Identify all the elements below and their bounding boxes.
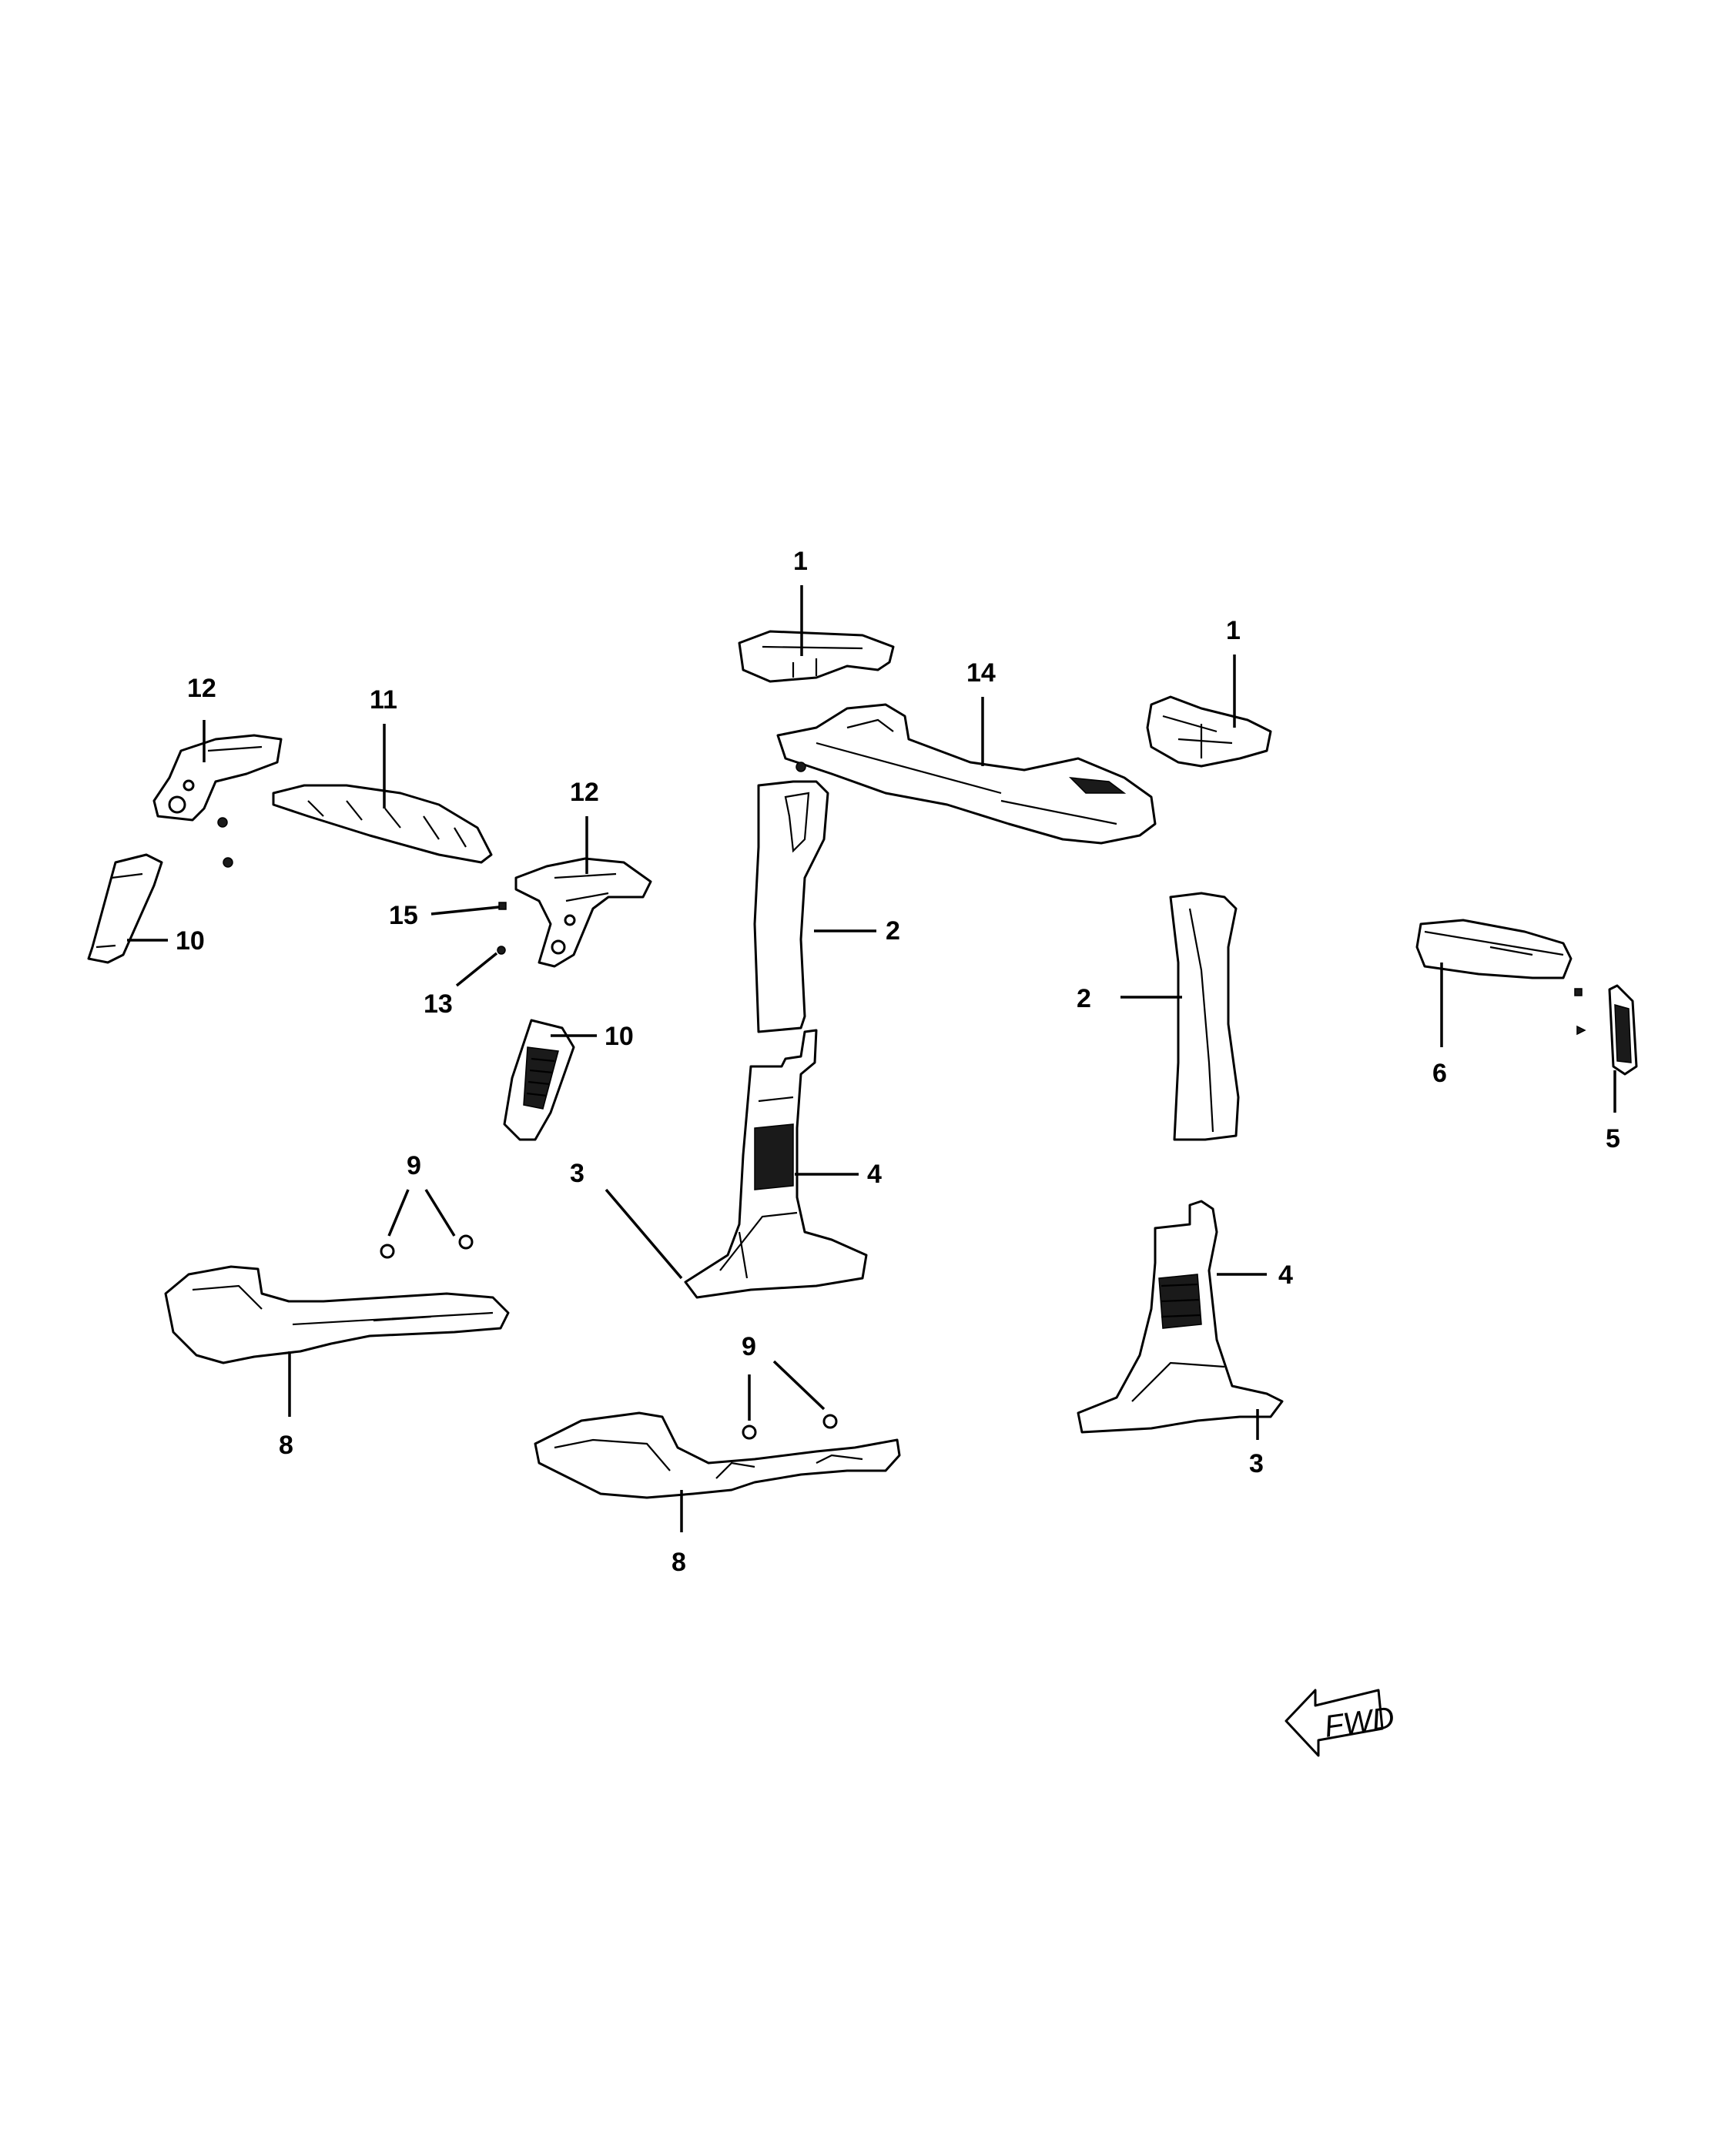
callout-11: 11 [370, 685, 397, 715]
callout-1a: 1 [793, 547, 808, 576]
callout-9b: 9 [742, 1332, 756, 1361]
callout-14: 14 [966, 658, 996, 688]
callout-12b: 12 [570, 778, 599, 807]
callout-3b: 3 [1249, 1449, 1264, 1478]
callout-5: 5 [1606, 1124, 1620, 1153]
leader-9b-right [772, 1360, 826, 1411]
part-10-left [87, 853, 163, 964]
leader-15 [430, 906, 500, 916]
callout-13: 13 [424, 989, 453, 1019]
part-1-top-center [738, 630, 895, 683]
leader-3a [605, 1188, 683, 1280]
part-14-roof-trim [776, 703, 1157, 845]
callout-6: 6 [1432, 1059, 1447, 1088]
part-8-left-sill [164, 1265, 510, 1364]
callout-10a: 10 [176, 926, 205, 956]
callout-15: 15 [389, 901, 418, 930]
callout-4a: 4 [867, 1160, 882, 1189]
fastener-a [217, 817, 228, 828]
part-11-header [272, 784, 493, 864]
part-5-grille [1608, 984, 1638, 1076]
callout-3a: 3 [570, 1159, 584, 1188]
clip-9a-right [458, 1234, 474, 1250]
part-12-left [152, 734, 283, 822]
callout-12a: 12 [187, 674, 216, 703]
fwd-arrow-icon: FWD [1285, 1689, 1396, 1757]
fastener-b [223, 857, 233, 868]
callout-8a: 8 [279, 1431, 293, 1460]
part-8-lower-sill [534, 1411, 901, 1499]
part-12-center [514, 857, 652, 968]
clip-9a-left [380, 1244, 395, 1259]
part-1-right [1146, 695, 1272, 768]
leader-9a-right [424, 1189, 456, 1237]
clip-9b-right [822, 1414, 838, 1429]
leader-13 [455, 952, 498, 987]
fastener-5b [1576, 1025, 1586, 1036]
callout-2a: 2 [886, 916, 900, 946]
clip-9b-left [742, 1424, 757, 1440]
fastener-15 [498, 902, 507, 910]
callout-1b: 1 [1226, 616, 1241, 645]
callout-2b: 2 [1077, 984, 1091, 1013]
callout-4b: 4 [1278, 1260, 1293, 1290]
part-4-center-lower-pillar [684, 1029, 868, 1299]
part-4-right-lower-pillar [1077, 1200, 1284, 1434]
fastener-13 [497, 946, 506, 955]
part-2-right-pillar [1169, 892, 1240, 1141]
fastener-5a [1574, 988, 1583, 996]
part-6-trim [1415, 919, 1573, 979]
callout-10b: 10 [605, 1022, 634, 1051]
callout-8b: 8 [672, 1548, 686, 1577]
callout-9a: 9 [407, 1151, 421, 1180]
part-2-left-pillar [753, 762, 829, 1033]
part-10-center [503, 1019, 575, 1141]
leader-9a-left [387, 1189, 410, 1237]
